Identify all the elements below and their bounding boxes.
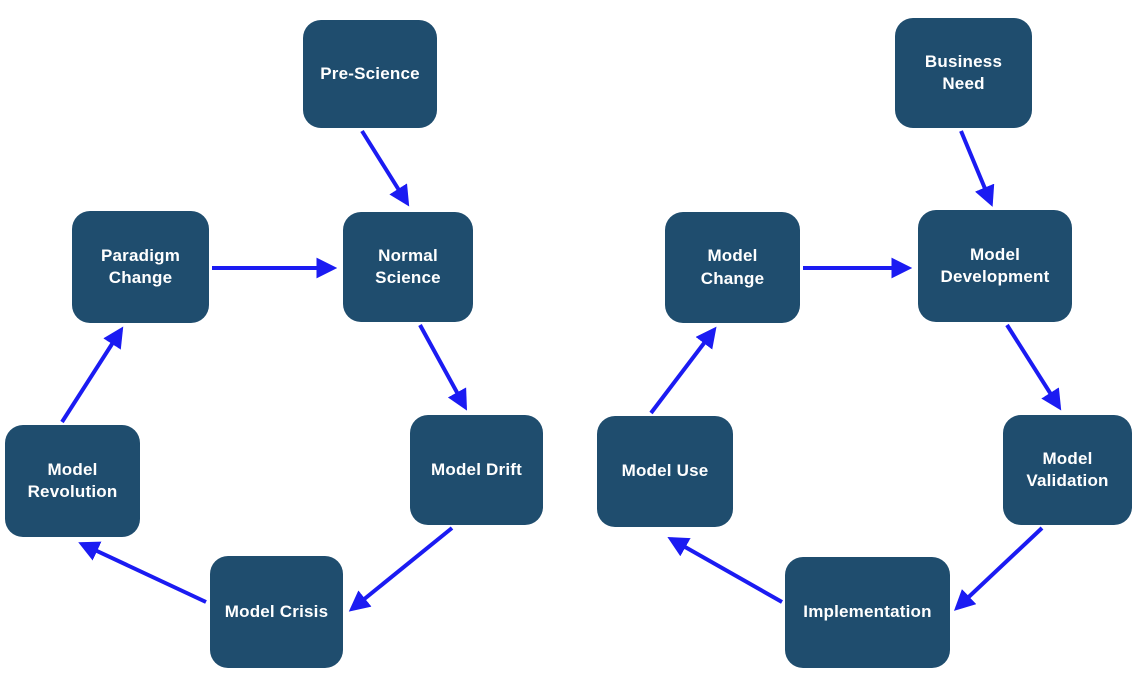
node-model-validation: Model Validation (1003, 415, 1132, 525)
node-label-normal-science: Normal Science (375, 245, 441, 287)
node-model-change: Model Change (665, 212, 800, 323)
node-label-model-development: Model Development (940, 244, 1050, 286)
node-pre-science: Pre-Science (303, 20, 437, 128)
arrow-model-crisis-to-model-revolution (78, 541, 207, 604)
node-label-model-revolution: Model Revolution (27, 459, 118, 501)
node-label-paradigm-change: Paradigm Change (100, 245, 181, 287)
edges-group (60, 129, 1062, 612)
node-model-drift: Model Drift (410, 415, 543, 525)
arrow-pre-science-to-normal-science (360, 129, 410, 207)
node-label-model-crisis: Model Crisis (224, 601, 329, 621)
arrow-business-need-to-model-development (959, 130, 995, 207)
node-normal-science: Normal Science (343, 212, 473, 322)
node-model-use: Model Use (597, 416, 733, 527)
node-business-need: Business Need (895, 18, 1032, 128)
node-implementation: Implementation (785, 557, 950, 668)
node-label-implementation: Implementation (803, 602, 932, 622)
arrow-normal-science-to-model-drift (418, 324, 468, 411)
arrow-model-validation-to-implementation (953, 526, 1044, 611)
node-model-revolution: Model Revolution (5, 425, 140, 537)
node-label-model-change: Model Change (700, 246, 765, 288)
arrow-implementation-to-model-use (667, 536, 783, 604)
node-paradigm-change: Paradigm Change (72, 211, 209, 323)
arrow-model-development-to-model-validation (1005, 323, 1062, 411)
node-label-model-drift: Model Drift (431, 459, 522, 479)
node-model-development: Model Development (918, 210, 1072, 322)
node-label-model-validation: Model Validation (1026, 448, 1109, 490)
node-model-crisis: Model Crisis (210, 556, 343, 668)
node-label-business-need: Business Need (924, 51, 1003, 93)
arrow-model-drift-to-model-crisis (348, 526, 454, 612)
arrow-model-use-to-model-change (649, 326, 717, 415)
node-label-pre-science: Pre-Science (320, 63, 420, 83)
node-label-model-use: Model Use (621, 461, 709, 481)
arrow-model-revolution-to-paradigm-change (60, 326, 124, 424)
